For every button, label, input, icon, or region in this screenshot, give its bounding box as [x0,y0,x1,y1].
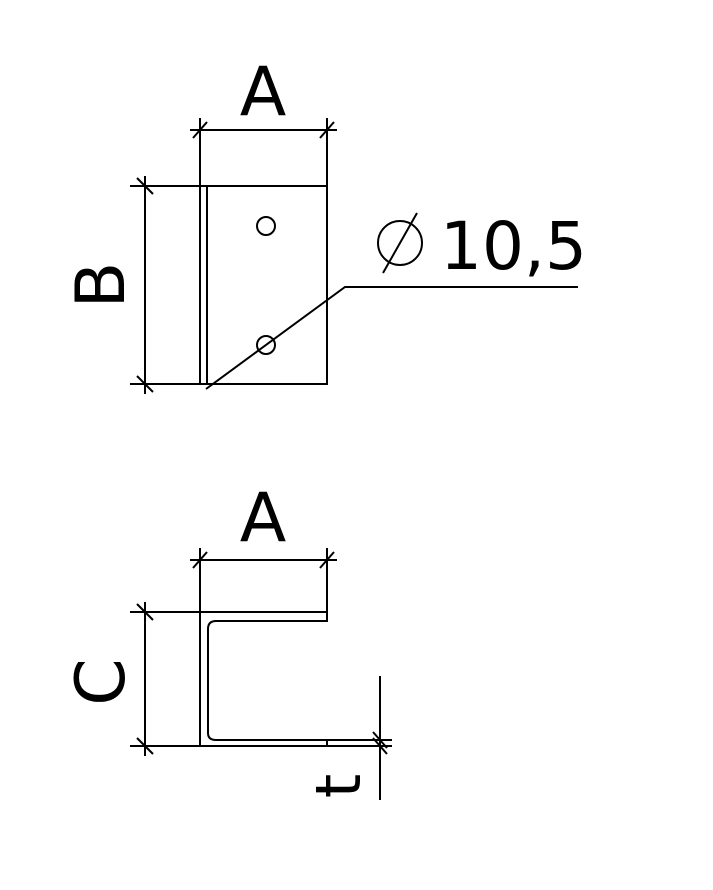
channel-profile-inner [207,612,392,741]
dimension-a-top: A [190,53,337,186]
diameter-icon [377,212,423,274]
dimension-a-side: A [190,479,337,612]
hole-diameter-label: 10,5 [440,208,587,285]
channel-profile-outer [199,611,392,747]
dimension-a-side-label: A [240,479,287,558]
top-plate-outline [199,185,328,385]
dimension-t-label: t [302,774,375,798]
side-view: A C t [62,479,392,800]
dimension-b-label: B [62,262,141,309]
hole-upper [256,216,276,236]
dimension-c: C [62,602,200,756]
dimension-c-label: C [62,658,141,705]
dimension-a-top-label: A [240,53,287,132]
dimension-t: t [302,676,388,800]
hole-lower [256,335,276,355]
hole-callout: 10,5 [205,208,587,390]
top-view: A B 10,5 [62,53,587,394]
dimension-b: B [62,176,200,394]
